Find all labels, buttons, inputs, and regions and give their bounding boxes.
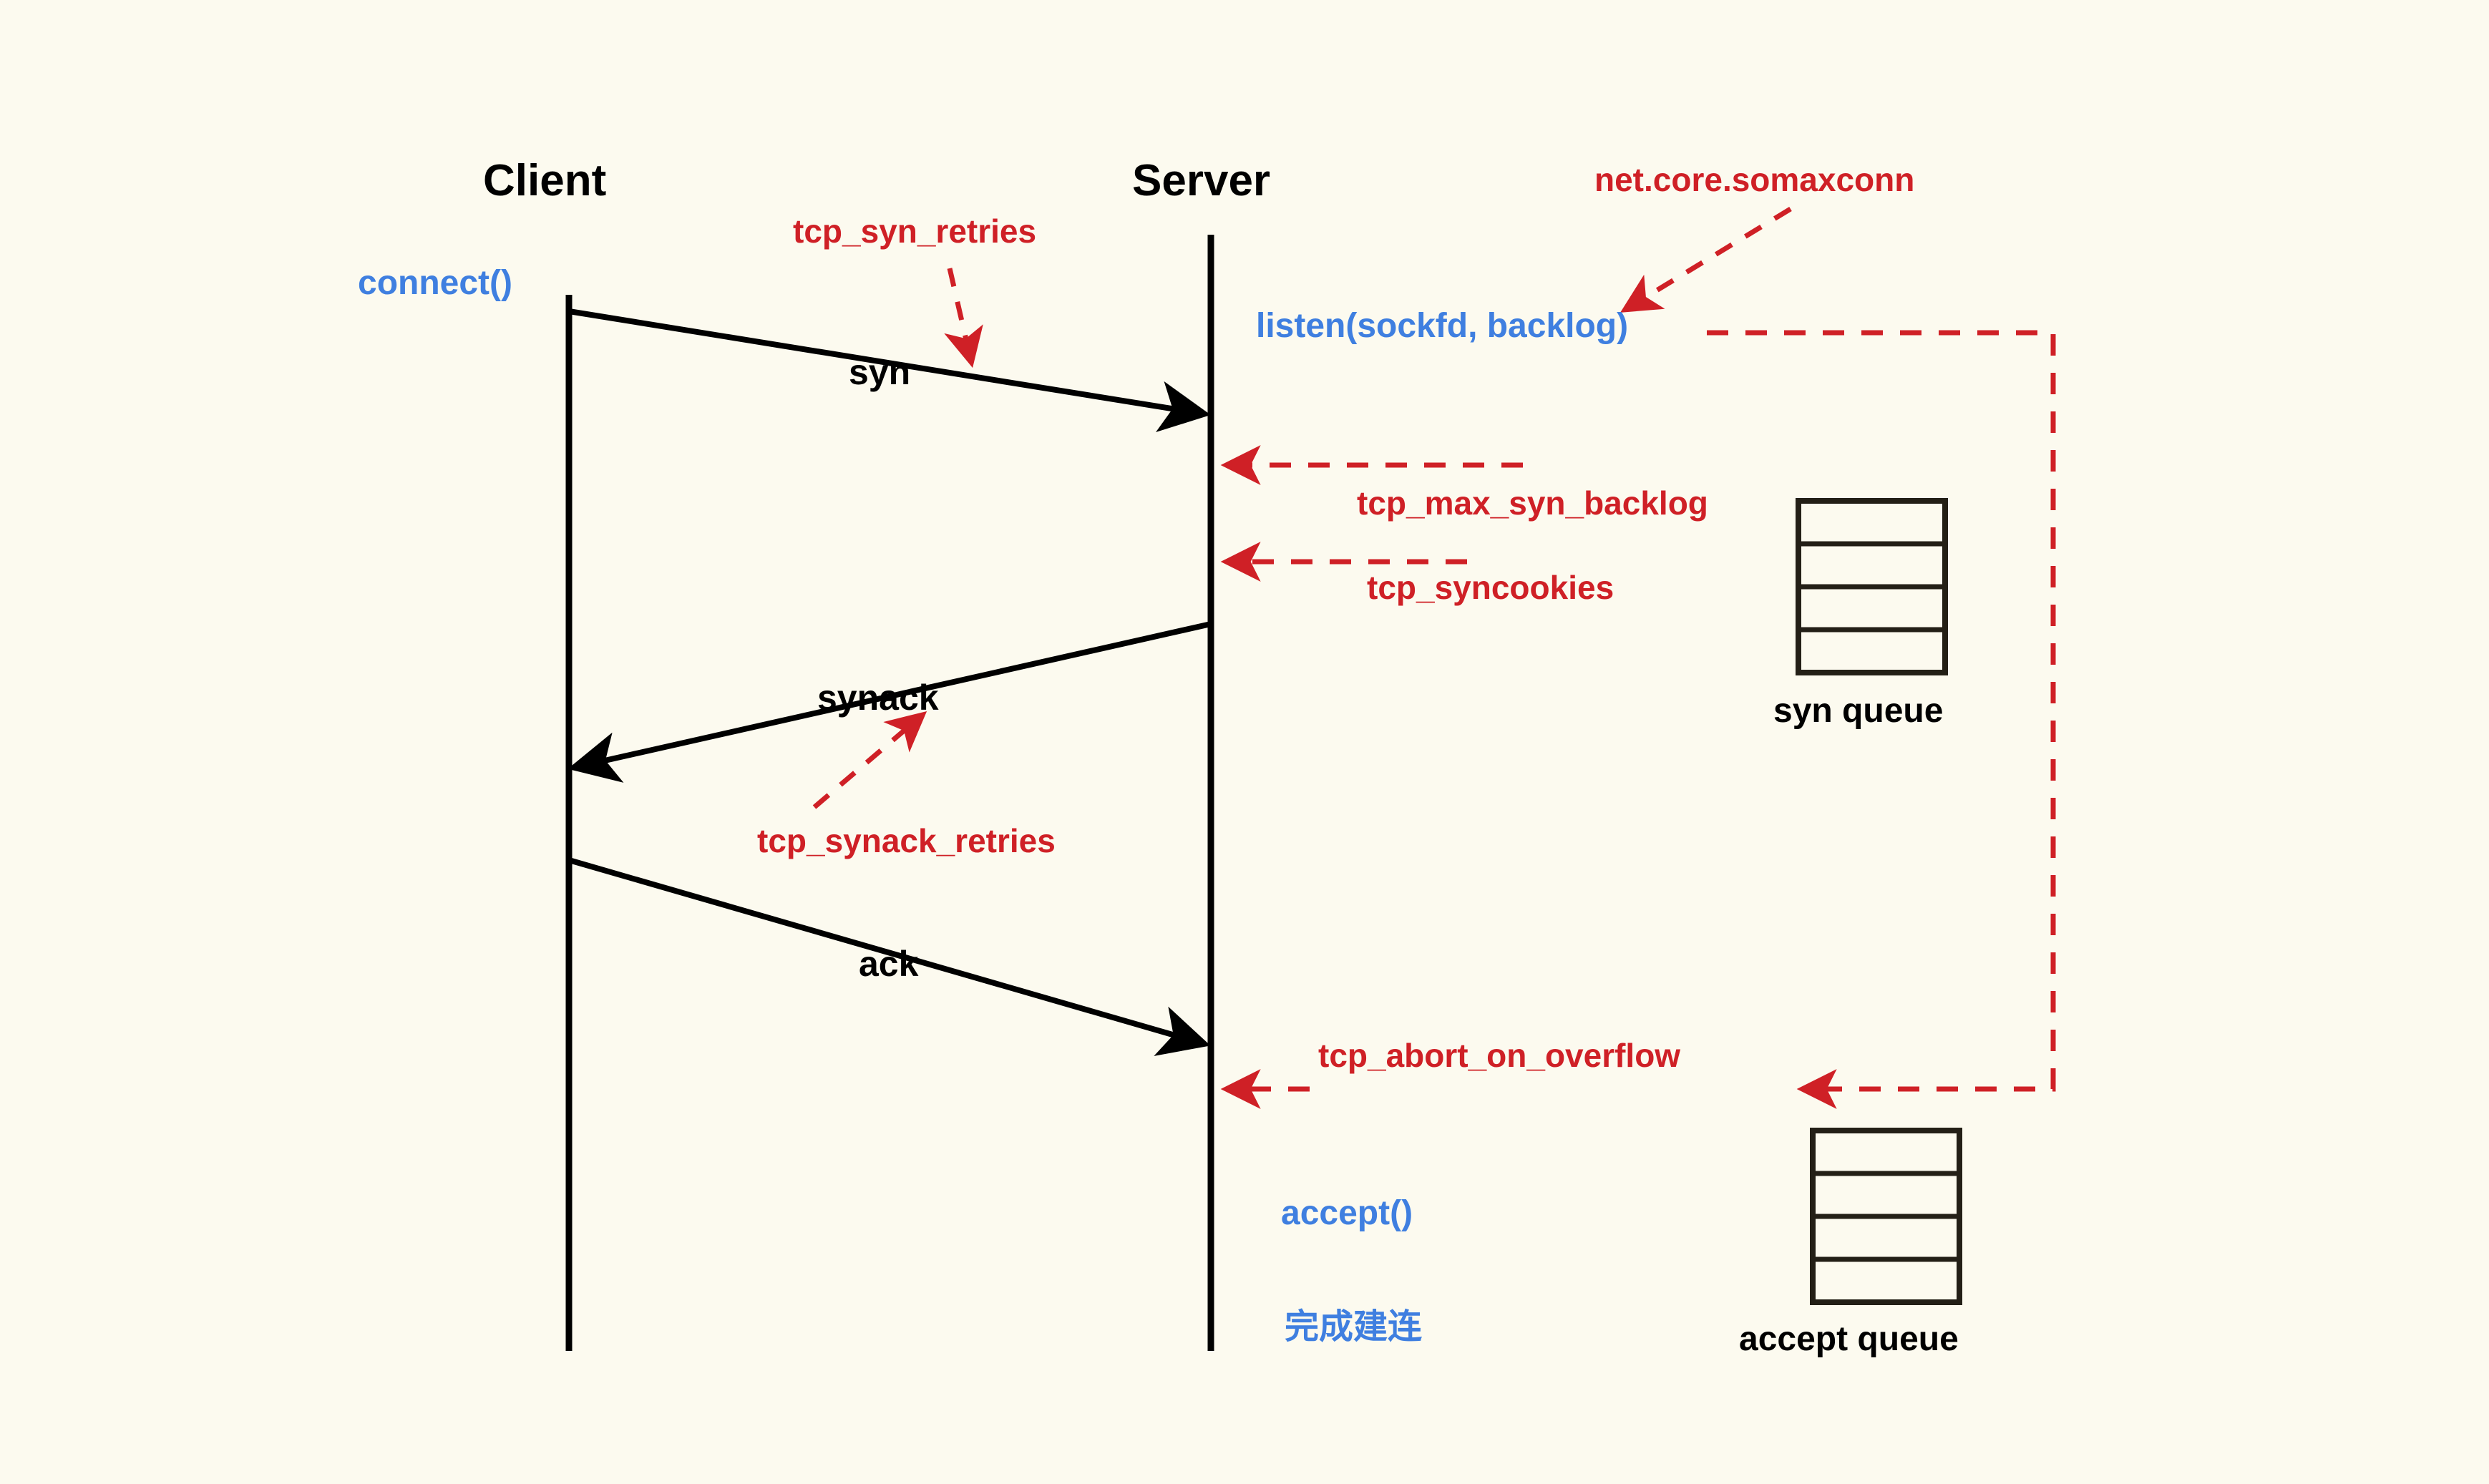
ack-arrow xyxy=(568,857,1211,1056)
actor-label-server: Server xyxy=(1132,156,1271,205)
tcp-synack-retries-pointer xyxy=(812,711,927,809)
queue-label-syn-queue: syn queue xyxy=(1773,692,1944,730)
api-label-accept: accept() xyxy=(1281,1194,1413,1232)
queue-label-accept-queue: accept queue xyxy=(1739,1320,1959,1358)
message-label-synack: synack xyxy=(817,678,939,718)
sysctl-label-tcp-syncookies: tcp_syncookies xyxy=(1367,569,1614,606)
sysctl-label-net-core-somaxconn: net.core.somaxconn xyxy=(1594,161,1915,198)
api-label-listen: listen(sockfd, backlog) xyxy=(1256,307,1629,345)
sysctl-label-tcp-abort-on-overflow: tcp_abort_on_overflow xyxy=(1318,1037,1681,1074)
syn-queue-box xyxy=(1796,498,1948,675)
api-label-connect: connect() xyxy=(358,264,512,302)
syn-arrow xyxy=(568,308,1211,432)
message-label-ack: ack xyxy=(859,944,919,984)
synack-arrow xyxy=(568,621,1212,783)
actor-label-client: Client xyxy=(483,156,607,205)
accept-queue-box xyxy=(1810,1128,1962,1305)
tcp-syn-retries-pointer xyxy=(944,268,983,368)
api-label-done: 完成建连 xyxy=(1285,1307,1423,1347)
sysctl-label-tcp-max-syn-backlog: tcp_max_syn_backlog xyxy=(1357,484,1708,522)
sysctl-label-tcp-syn-retries: tcp_syn_retries xyxy=(793,213,1037,250)
net-core-somaxconn-pointer xyxy=(1620,207,1792,313)
message-label-syn: syn xyxy=(849,352,911,392)
sysctl-label-tcp-synack-retries: tcp_synack_retries xyxy=(757,822,1056,859)
backlog-routing-path xyxy=(1707,330,2056,1109)
